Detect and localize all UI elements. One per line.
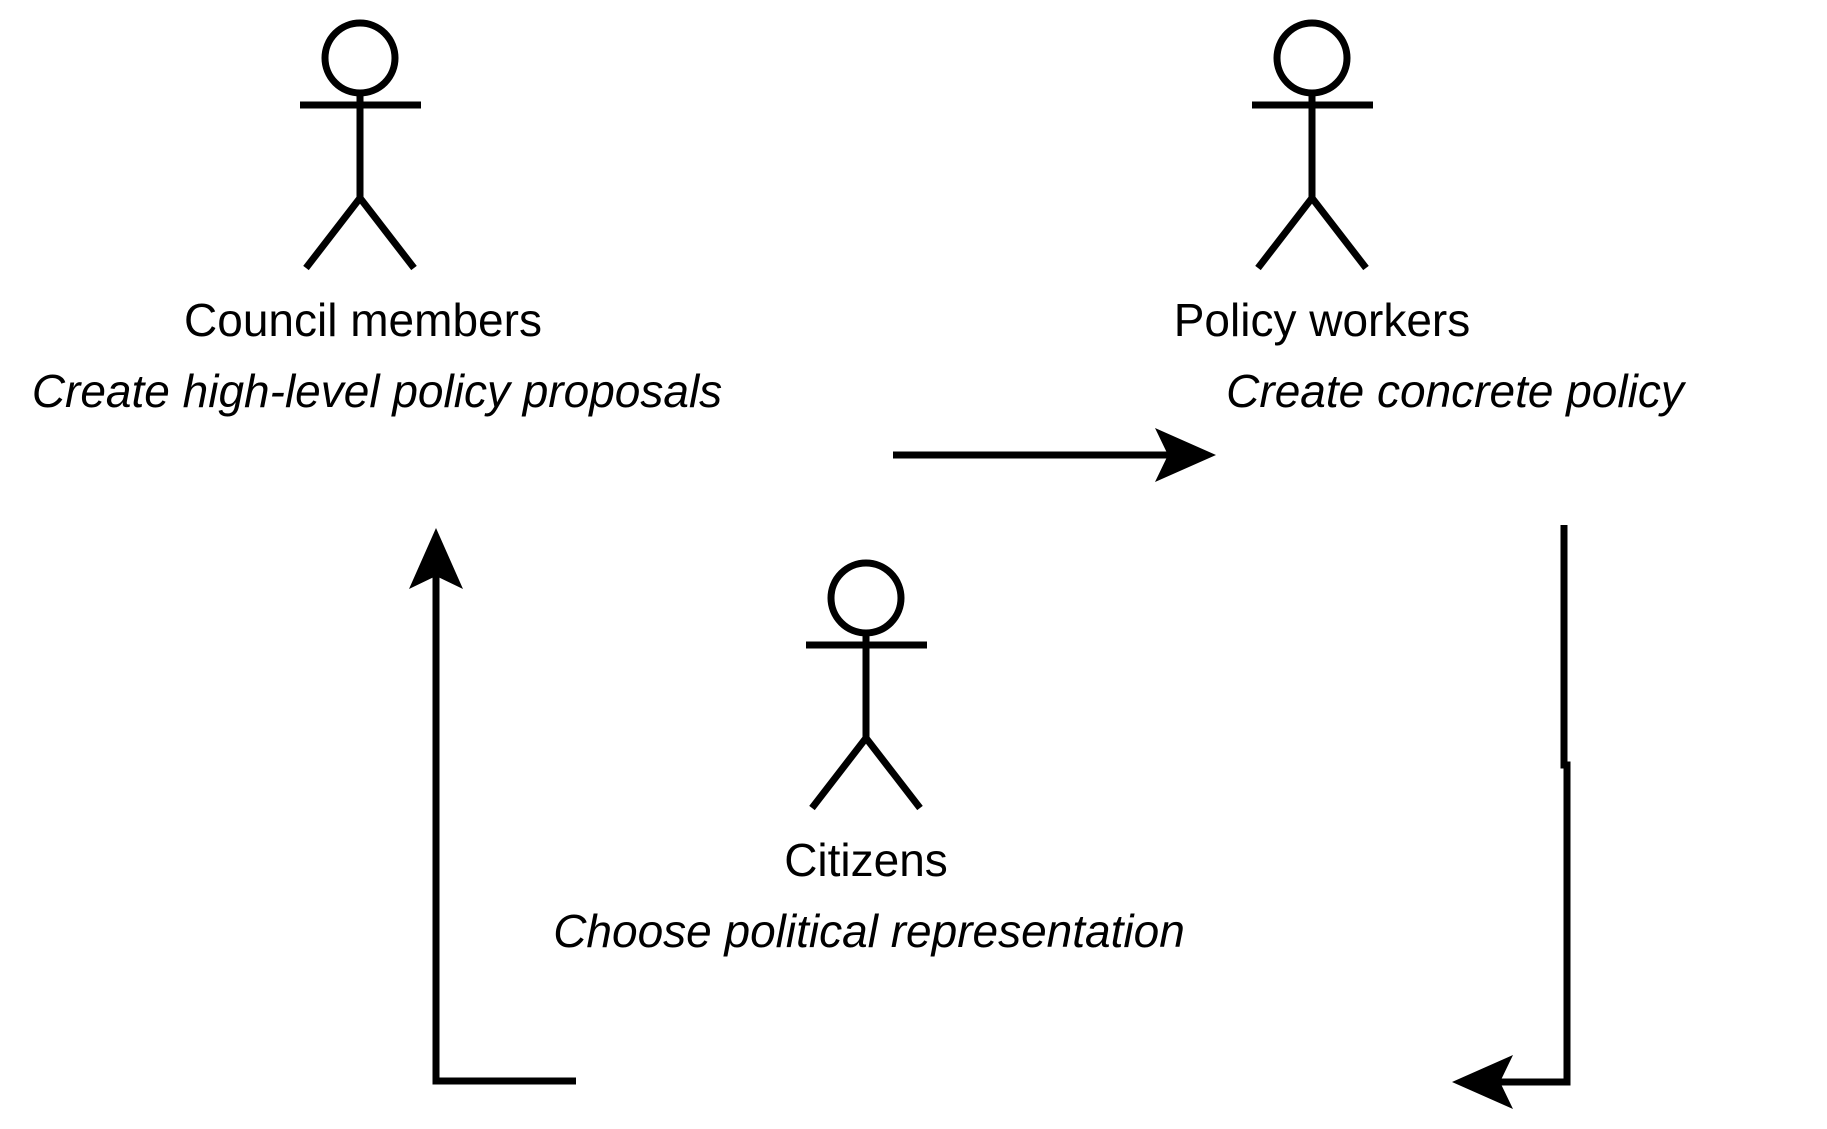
actor-title-policy-workers: Policy workers — [1174, 294, 1471, 346]
actor-title-council-members: Council members — [184, 294, 542, 346]
connector-policy-to-citizens — [1452, 525, 1571, 1109]
arrow-head-left-icon — [1452, 1055, 1513, 1109]
stick-figure-person-icon — [806, 559, 927, 811]
actor-title-citizens: Citizens — [784, 834, 948, 886]
arrow-head-right-icon — [1155, 428, 1216, 482]
actor-action-council-members: Create high-level policy proposals — [32, 365, 722, 417]
connector-line — [1497, 525, 1571, 1086]
actor-action-citizens: Choose political representation — [553, 905, 1185, 957]
stick-figure-head — [321, 19, 399, 97]
stick-figure-leg-right — [357, 195, 417, 271]
connector-line — [432, 573, 576, 1085]
stick-figure-leg-right — [863, 735, 923, 811]
stick-figure-leg-left — [1255, 195, 1315, 271]
actor-council-members[interactable]: Council members Create high-level policy… — [32, 19, 722, 417]
connector-citizens-to-council — [409, 528, 576, 1085]
actor-action-policy-workers: Create concrete policy — [1226, 365, 1687, 417]
stick-figure-person-icon — [300, 19, 421, 271]
actor-citizens[interactable]: Citizens Choose political representation — [553, 559, 1185, 957]
stick-figure-leg-left — [809, 735, 869, 811]
arrow-head-up-icon — [409, 528, 463, 589]
actor-policy-workers[interactable]: Policy workers Create concrete policy — [1174, 19, 1687, 417]
stick-figure-head — [1273, 19, 1351, 97]
connector-council-to-policy — [893, 428, 1216, 482]
stick-figure-leg-right — [1309, 195, 1369, 271]
stick-figure-leg-left — [303, 195, 363, 271]
stick-figure-head — [827, 559, 905, 637]
stick-figure-person-icon — [1252, 19, 1373, 271]
